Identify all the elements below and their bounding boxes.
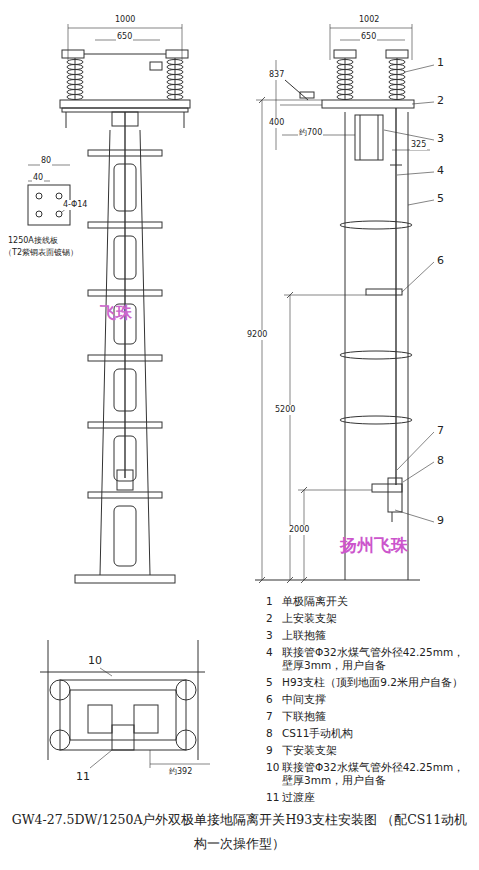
pole-band (88, 355, 162, 361)
pole-band (88, 492, 162, 498)
lattice-opening (114, 436, 136, 481)
drawing-caption: GW4-27.5DW/1250A户外双极单接地隔离开关H93支柱安装图 （配CS… (10, 808, 469, 856)
part-note: （T2紫铜表面镀锡） (4, 248, 78, 258)
dimension: 约392 (168, 767, 193, 777)
lattice-opening (114, 506, 136, 566)
pole-bands (340, 221, 412, 424)
pole-band (88, 150, 162, 156)
leader-lines (384, 65, 434, 522)
list-number: 1 (266, 595, 273, 608)
callout-number: 2 (437, 94, 444, 107)
dimension-lines (256, 100, 430, 580)
list-number: 6 (266, 693, 273, 706)
insulator-core (345, 58, 346, 100)
connection-plate (28, 165, 74, 225)
callout-number: 6 (437, 254, 444, 267)
list-text: 下安装支架 (282, 744, 337, 757)
dimension: 325 (410, 140, 427, 150)
list-number: 4 (266, 646, 273, 659)
list-text: 上联抱箍 (282, 629, 326, 642)
callout-number: 3 (437, 132, 444, 145)
dimension: 1000 (114, 15, 136, 25)
dimension: 650 (116, 32, 133, 42)
pole-bands (88, 150, 162, 566)
list-text: H93支柱（顶到地面9.2米用户自备） (282, 676, 463, 689)
callout-number: 10 (88, 654, 102, 667)
lattice-opening (114, 164, 136, 211)
dimension: 1002 (358, 15, 380, 25)
dimension-tick (287, 577, 293, 583)
list-number: 7 (266, 710, 273, 723)
callout-number: 8 (437, 454, 444, 467)
pole-band (340, 416, 412, 424)
list-text: 过渡座 (282, 791, 315, 804)
pole-band (88, 222, 162, 228)
dimension: 80 (40, 156, 52, 166)
watermark: 飞珠 (100, 303, 132, 322)
left-pole (75, 112, 175, 583)
list-number: 2 (266, 612, 273, 625)
list-text: 下联抱箍 (282, 710, 326, 723)
lattice-opening (114, 369, 136, 411)
dimension-tick (301, 577, 307, 583)
pole-band (340, 221, 412, 229)
callout-number: 1 (437, 56, 444, 69)
part-note: 1250A接线板 (8, 236, 58, 246)
list-text: 单极隔离开关 (282, 595, 348, 608)
dimension: 837 (268, 70, 285, 80)
list-text: CS11手动机构 (282, 727, 353, 740)
dimension: 9200 (246, 330, 268, 340)
dimension-tick (259, 97, 265, 103)
list-text: 联接管Φ32水煤气管外径42.25mm，壁厚3mm，用户自备 (282, 761, 472, 786)
dimension: 650 (360, 32, 377, 42)
dimension: 40 (32, 173, 44, 183)
list-number: 11 (266, 791, 279, 804)
list-text: 中间支撑 (282, 693, 326, 706)
list-text: 联接管Φ32水煤气管外径42.25mm，壁厚3mm，用户自备 (282, 646, 472, 671)
list-number: 8 (266, 727, 273, 740)
dimension: 2000 (288, 525, 310, 535)
pole-band (88, 290, 162, 296)
plan-view (40, 640, 210, 768)
insulator-core (75, 58, 76, 100)
callout-number: 11 (76, 770, 90, 783)
list-number: 10 (266, 761, 279, 774)
dimension: 4-Φ14 (62, 200, 88, 210)
dimension: 约700 (298, 128, 323, 138)
callout-number: 4 (437, 164, 444, 177)
callout-number: 5 (437, 192, 444, 205)
callout-number: 9 (437, 514, 444, 527)
list-text: 上安装支架 (282, 612, 337, 625)
list-number: 5 (266, 676, 273, 689)
pole-band (340, 351, 412, 359)
dimension-tick (301, 487, 307, 493)
list-number: 3 (266, 629, 273, 642)
dimension: 400 (268, 118, 285, 128)
dimension-tick (259, 577, 265, 583)
insulator-core (397, 58, 398, 100)
list-number: 9 (266, 744, 273, 757)
dimension: 5200 (274, 405, 296, 415)
lattice-opening (114, 236, 136, 279)
callout-number: 7 (437, 424, 444, 437)
insulators (67, 58, 405, 100)
pole-band (88, 422, 162, 428)
right-pole (255, 108, 420, 580)
watermark: 扬州飞珠 (340, 535, 408, 555)
dimension-tick (287, 292, 293, 298)
insulator-core (175, 58, 176, 100)
